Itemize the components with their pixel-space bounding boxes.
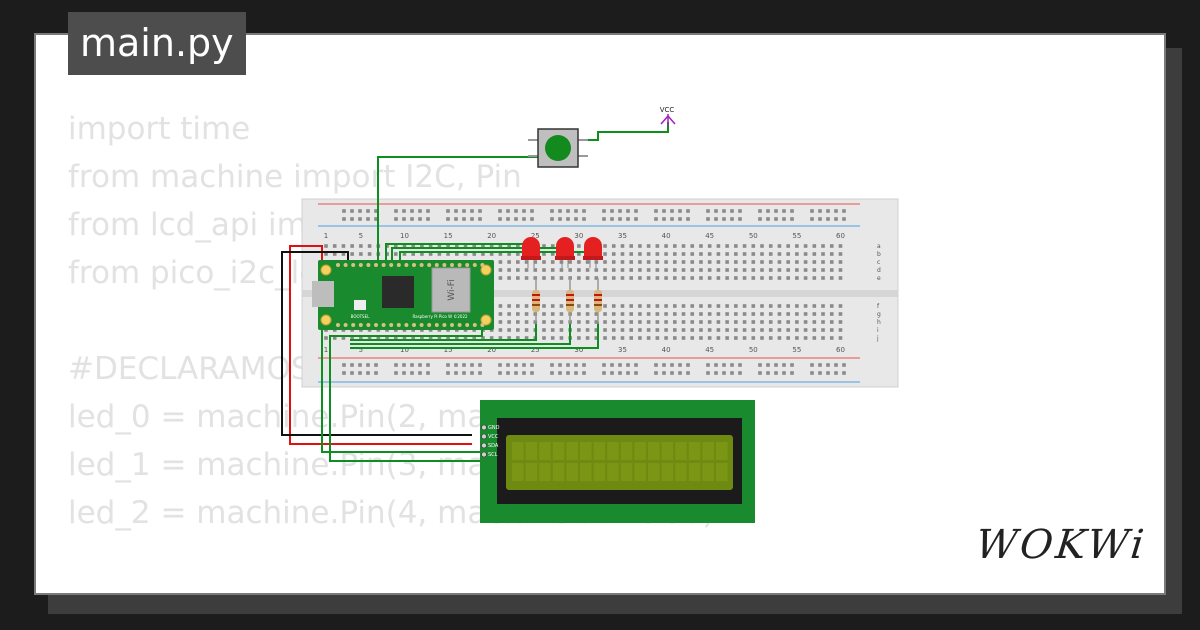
row-label: f <box>877 303 880 310</box>
row-label: c <box>877 259 880 266</box>
column-label: 1 <box>324 232 328 240</box>
column-label: 45 <box>705 346 714 354</box>
wire-scl <box>329 330 483 462</box>
column-label: 5 <box>359 346 363 354</box>
led-group <box>521 237 603 268</box>
column-label: 45 <box>705 232 714 240</box>
row-label: h <box>877 319 881 326</box>
wires <box>281 122 669 462</box>
column-label: 10 <box>400 232 409 240</box>
row-label: b <box>877 251 881 258</box>
resistor-1 <box>566 278 574 324</box>
row-label: g <box>877 311 881 318</box>
lcd-display: GND VCC SDA SCL <box>480 400 755 523</box>
wire-gnd1 <box>350 322 571 345</box>
column-label: 1 <box>324 346 328 354</box>
led-0 <box>521 237 541 268</box>
column-label: 40 <box>662 232 671 240</box>
row-label: a <box>877 243 881 250</box>
column-label: 5 <box>359 232 363 240</box>
row-label: j <box>876 335 879 342</box>
column-label: 30 <box>574 346 583 354</box>
column-label: 20 <box>487 346 496 354</box>
column-label: 60 <box>836 346 845 354</box>
column-label: 15 <box>444 346 453 354</box>
column-label: 25 <box>531 232 540 240</box>
column-label: 30 <box>574 232 583 240</box>
column-label: 20 <box>487 232 496 240</box>
lcd-pin-label: GND <box>488 425 500 431</box>
wokwi-logo: WOKWi <box>973 522 1149 568</box>
wire-led0 <box>385 243 528 262</box>
row-label: d <box>877 267 881 274</box>
wire-button <box>377 156 538 262</box>
pico-board: Wi-Fi BOOTSEL Raspberry Pi Pico W ©2022 <box>312 260 494 330</box>
column-label: 50 <box>749 232 758 240</box>
resistor-2 <box>594 278 602 324</box>
push-button[interactable] <box>528 128 588 168</box>
resistor-group <box>532 278 602 324</box>
wire-sda <box>321 330 480 453</box>
wire-vcc <box>587 122 669 141</box>
row-label: e <box>877 275 881 282</box>
row-label: i <box>877 327 879 334</box>
lcd-pin-label: SDA <box>488 443 499 449</box>
lcd-pin-label: SCL <box>488 452 498 458</box>
wire-gnd2 <box>350 322 599 349</box>
column-label: 50 <box>749 346 758 354</box>
wifi-label: Wi-Fi <box>447 279 457 300</box>
bootsel-label: BOOTSEL <box>351 314 370 319</box>
board-model-label: Raspberry Pi Pico W ©2022 <box>412 314 468 319</box>
led-2 <box>583 237 603 268</box>
column-label: 25 <box>531 346 540 354</box>
wire-gnd0 <box>350 322 537 341</box>
code-line: import time <box>68 111 251 147</box>
lcd-pin-label: VCC <box>488 434 499 440</box>
column-label: 55 <box>792 232 801 240</box>
column-label: 35 <box>618 232 627 240</box>
wire-led1 <box>391 247 562 262</box>
code-line: #DECLARAMOS <box>68 351 311 387</box>
code-line: boton = machine.Pin(28, machine.Pin.IN, … <box>68 585 1120 593</box>
column-label: 15 <box>444 232 453 240</box>
column-label: 40 <box>662 346 671 354</box>
resistor-0 <box>532 278 540 324</box>
vcc-symbol: VCC <box>660 106 676 126</box>
file-tab[interactable]: main.py <box>68 12 246 75</box>
led-1 <box>555 237 575 268</box>
column-label: 55 <box>792 346 801 354</box>
column-label: 10 <box>400 346 409 354</box>
wire-black <box>281 251 472 436</box>
column-label: 60 <box>836 232 845 240</box>
vcc-label: VCC <box>660 106 675 114</box>
column-label: 35 <box>618 346 627 354</box>
